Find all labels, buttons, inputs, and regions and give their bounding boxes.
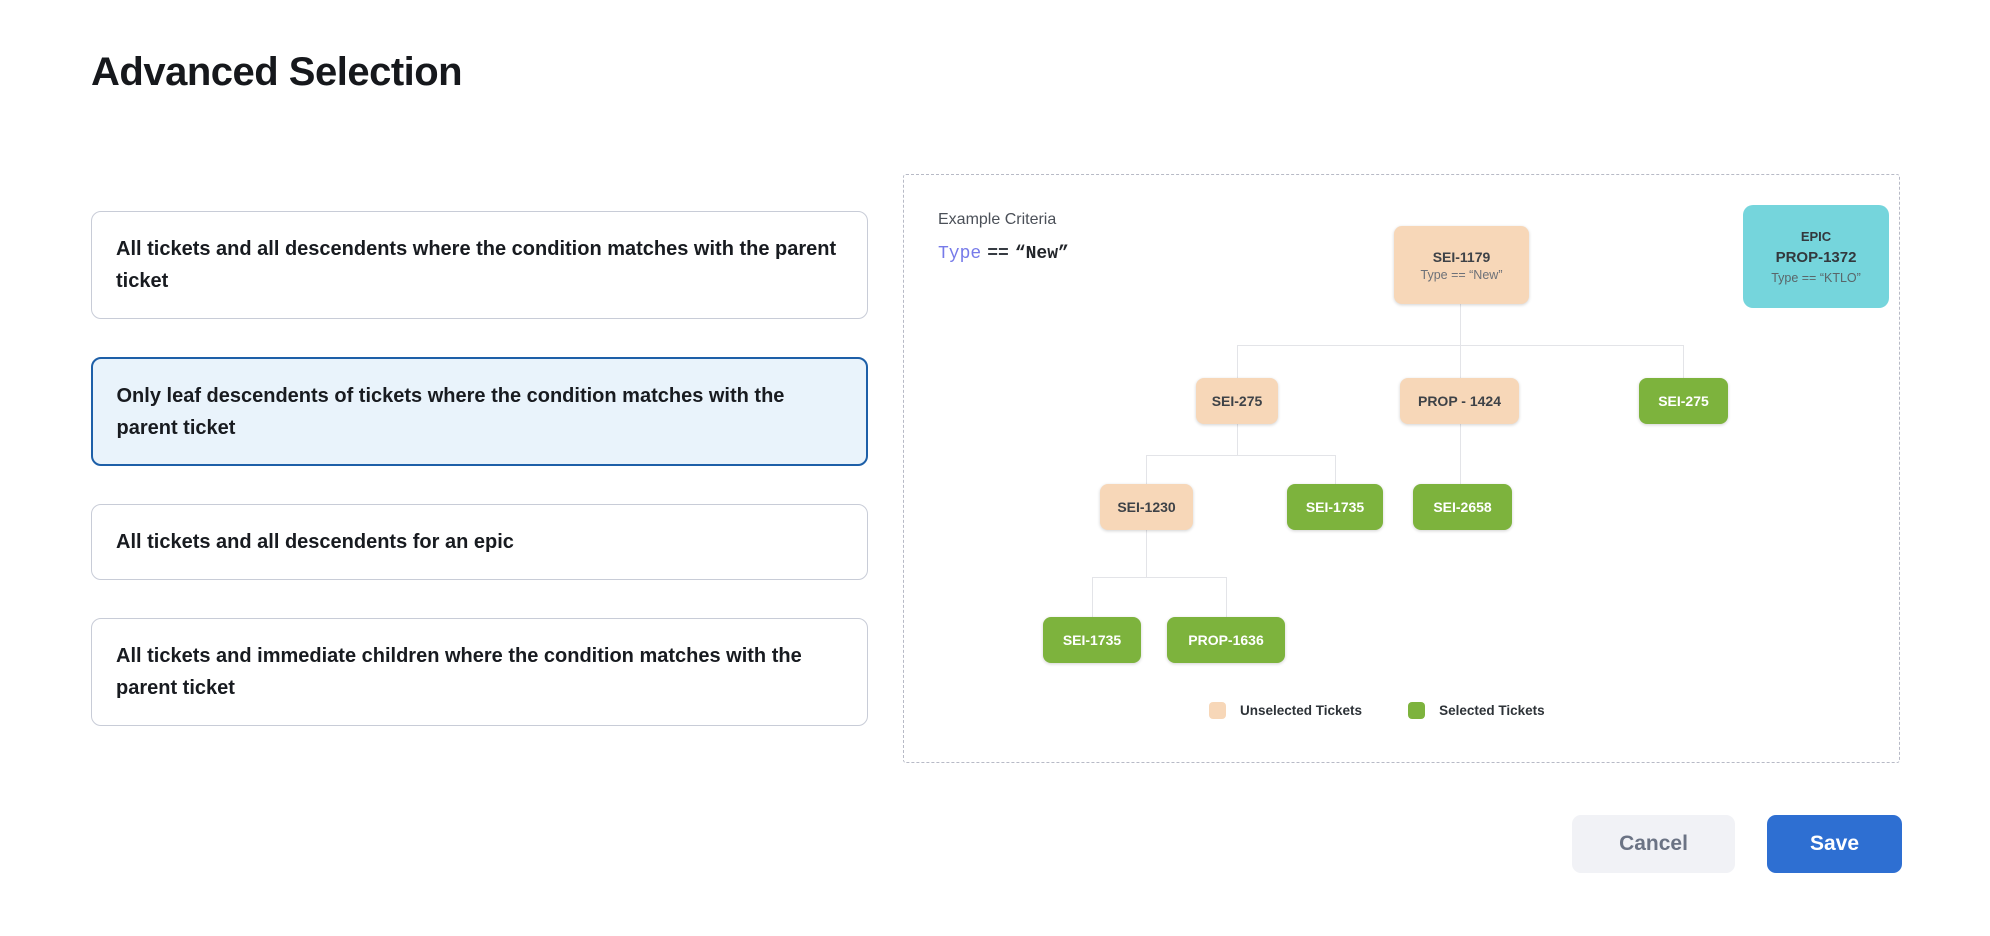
ticket-id: SEI-1230 <box>1117 499 1176 515</box>
option-card-1[interactable]: All tickets and all descendents where th… <box>91 211 868 319</box>
tree-connector <box>1146 530 1147 577</box>
cancel-button[interactable]: Cancel <box>1572 815 1735 873</box>
ticket-id: SEI-275 <box>1658 393 1709 409</box>
epic-id: PROP-1372 <box>1775 248 1857 266</box>
page-title: Advanced Selection <box>91 50 463 94</box>
tree-node-SEI-2658: SEI-2658 <box>1413 484 1512 530</box>
tree-node-SEI-1735: SEI-1735 <box>1287 484 1383 530</box>
tree-node-SEI-1230: SEI-1230 <box>1100 484 1193 530</box>
tree-node-SEI-1735: SEI-1735 <box>1043 617 1141 663</box>
legend-label: Selected Tickets <box>1439 703 1545 718</box>
tree-connector <box>1146 455 1147 484</box>
legend-label: Unselected Tickets <box>1240 703 1363 718</box>
option-list: All tickets and all descendents where th… <box>91 211 868 726</box>
ticket-id: SEI-1735 <box>1305 499 1365 515</box>
tree-node-SEI-275: SEI-275 <box>1639 378 1728 424</box>
legend-swatch-icon <box>1209 702 1226 719</box>
criteria-value: “New” <box>1014 244 1069 264</box>
ticket-id: SEI-1735 <box>1062 632 1122 648</box>
tree-connector <box>1460 304 1461 378</box>
tree-connector <box>1460 424 1461 484</box>
tree-node-SEI-275: SEI-275 <box>1196 378 1278 424</box>
legend-swatch-icon <box>1408 702 1426 719</box>
option-card-2[interactable]: Only leaf descendents of tickets where t… <box>91 357 868 466</box>
example-panel: Example Criteria Type==“New” EPIC PROP-1… <box>903 174 1900 763</box>
tree-node-PROP-1636: PROP-1636 <box>1167 617 1285 663</box>
criteria-field: Type <box>938 244 982 264</box>
epic-type-label: EPIC <box>1800 228 1832 244</box>
save-button[interactable]: Save <box>1767 815 1902 873</box>
tree-connector <box>1092 577 1093 617</box>
ticket-id: PROP - 1424 <box>1417 393 1501 409</box>
ticket-id: SEI-2658 <box>1433 499 1492 515</box>
tree-node-PROP-1424: PROP - 1424 <box>1400 378 1519 424</box>
tree-connector <box>1092 577 1226 578</box>
tree-connector <box>1226 577 1227 617</box>
tree-connector <box>1683 345 1684 378</box>
legend-item: Selected Tickets <box>1408 702 1545 719</box>
example-criteria-label: Example Criteria <box>938 211 1057 228</box>
tree-connector <box>1237 345 1238 378</box>
legend: Unselected Tickets Selected Tickets <box>1209 702 1545 719</box>
legend-item: Unselected Tickets <box>1209 702 1362 719</box>
tree-connector <box>1335 455 1336 484</box>
ticket-criteria: Type == “New” <box>1420 267 1503 282</box>
option-card-3[interactable]: All tickets and all descendents for an e… <box>91 504 868 580</box>
epic-criteria: Type == “KTLO” <box>1771 270 1861 285</box>
criteria-operator: == <box>987 244 1009 264</box>
ticket-id: SEI-1179 <box>1432 248 1491 265</box>
tree-connector <box>1146 455 1336 456</box>
ticket-id: SEI-275 <box>1211 393 1263 409</box>
example-criteria-code: Type==“New” <box>938 244 1069 264</box>
ticket-id: PROP-1636 <box>1188 632 1264 648</box>
tree-connector <box>1237 345 1684 346</box>
epic-card: EPIC PROP-1372 Type == “KTLO” <box>1743 205 1889 308</box>
option-card-4[interactable]: All tickets and immediate children where… <box>91 618 868 726</box>
footer-actions: Cancel Save <box>1572 815 1902 873</box>
tree-connector <box>1237 424 1238 455</box>
